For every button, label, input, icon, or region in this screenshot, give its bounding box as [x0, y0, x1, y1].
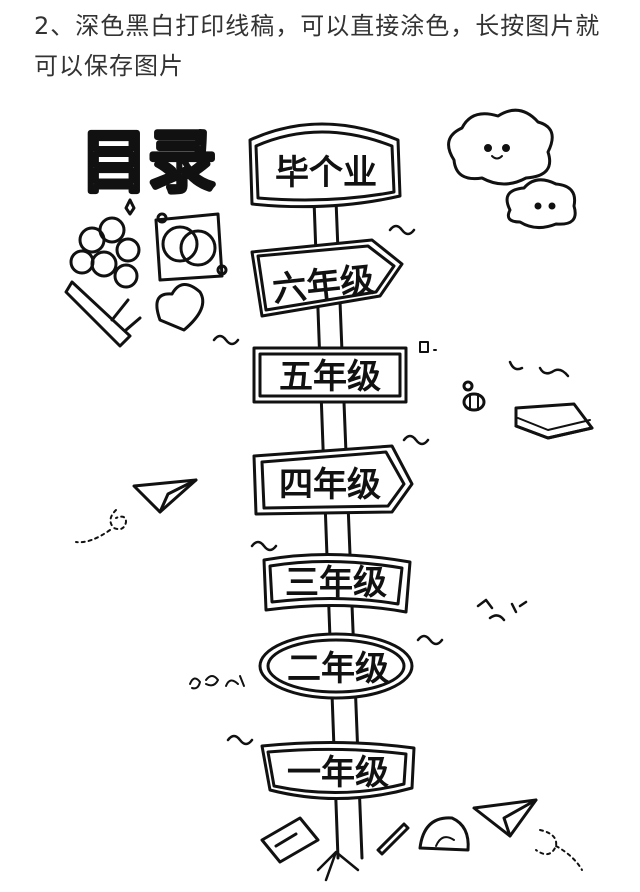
sign-grade5: 五年级: [252, 346, 408, 404]
heart-icon: [155, 283, 205, 332]
pencil-icon: [376, 822, 410, 856]
sign-grade5-label: 五年级: [279, 357, 381, 397]
paper-plane-left-icon: [75, 478, 198, 544]
protractor-icon: [418, 816, 470, 852]
sign-grade6: 六年级: [250, 238, 404, 318]
sign-grade2: 二年级: [258, 632, 414, 700]
bee-icon: [462, 380, 486, 412]
flower-bouquet-icon: [64, 198, 142, 348]
title-text: 目录: [80, 124, 216, 203]
sign-grade4-label: 四年级: [279, 465, 381, 505]
decorative-squiggles: [189, 224, 570, 746]
cloud-small-icon: [505, 178, 577, 229]
book-icon: [514, 402, 594, 440]
sign-grade1: 一年级: [260, 740, 416, 801]
rings-icon: [154, 212, 228, 282]
sign-grade2-label: 二年级: [287, 649, 389, 689]
instruction-text: 2、深色黑白打印线稿，可以直接涂色，长按图片就可以保存图片: [34, 12, 601, 80]
paper-plane-right-icon: [472, 798, 583, 871]
sign-graduate: 毕个业: [248, 122, 402, 209]
sign-grade4: 四年级: [252, 444, 414, 516]
sign-grade1-label: 一年级: [287, 753, 389, 793]
title-graphic: 目录: [66, 122, 232, 205]
sign-grade3: 三年级: [262, 552, 412, 614]
cloud-large-icon: [447, 108, 554, 186]
sign-graduate-label: 毕个业: [275, 153, 377, 193]
sign-grade3-label: 三年级: [285, 563, 387, 603]
eraser-icon: [260, 816, 320, 864]
